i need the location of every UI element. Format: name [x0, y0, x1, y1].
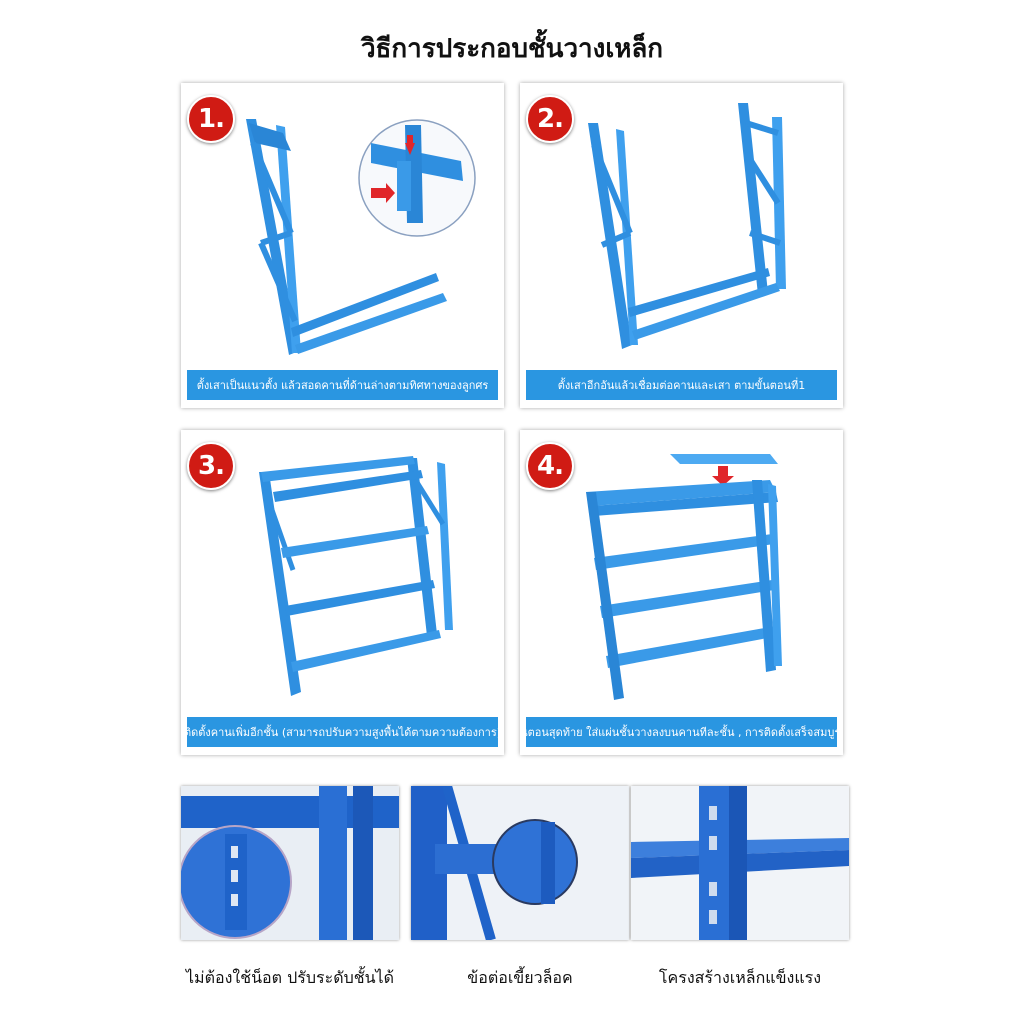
lock-joint-photo-illustration [411, 786, 629, 940]
feature-label-strong-steel: โครงสร้างเหล็กแข็งแรง [658, 968, 822, 987]
feature-photo-strong-steel [631, 786, 849, 940]
step-2-panel: 2. ตั้งเสาอีกอันแล้วเชื่อมต่อคานและเสา ต… [520, 83, 843, 408]
strong-steel-photo-illustration [631, 786, 849, 940]
step-4-illustration [586, 454, 782, 700]
no-bolts-photo-illustration [181, 786, 399, 940]
step-2-number-badge: 2. [526, 95, 574, 143]
step-4-number-badge: 4. [526, 442, 574, 490]
feature-photo-no-bolts [181, 786, 399, 940]
step-3-panel: 3. ติดตั้งคานเพิ่มอีกชั้น (สามารถปรับควา… [181, 430, 504, 755]
step-1-caption: ตั้งเสาเป็นแนวตั้ง แล้วสอดคานที่ด้านล่าง… [187, 370, 498, 400]
page-title: วิธีการประกอบชั้นวางเหล็ก [360, 34, 664, 64]
step-4-caption: ขั้นตอนสุดท้าย ใส่แผ่นชั้นวางลงบนคานทีละ… [526, 717, 837, 747]
step-3-number-badge: 3. [187, 442, 235, 490]
step-3-illustration [259, 456, 453, 696]
feature-photo-lock-joint [411, 786, 629, 940]
step-1-number-badge: 1. [187, 95, 235, 143]
step-1-panel: 1. ตั้งเสาเป็นแนวตั้ง แล้วสอดคานที่ด้านล… [181, 83, 504, 408]
feature-label-no-bolts: ไม่ต้องใช้น็อต ปรับระดับชั้นได้ [186, 968, 394, 987]
step-4-panel: 4. ขั้นตอนสุดท้าย ใส่แผ่นชั้นวางลงบนคานท… [520, 430, 843, 755]
step-2-illustration [588, 103, 786, 349]
step-3-caption: ติดตั้งคานเพิ่มอีกชั้น (สามารถปรับความสู… [187, 717, 498, 747]
step-1-illustration [246, 119, 476, 355]
step-2-caption: ตั้งเสาอีกอันแล้วเชื่อมต่อคานและเสา ตามข… [526, 370, 837, 400]
feature-label-lock-joint: ข้อต่อเขี้ยวล็อค [467, 968, 573, 987]
